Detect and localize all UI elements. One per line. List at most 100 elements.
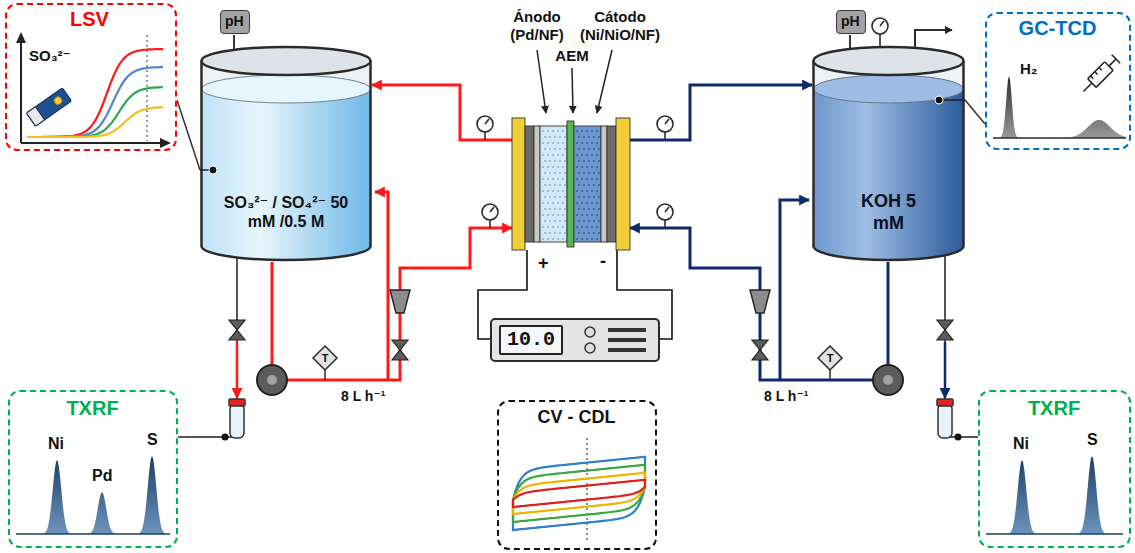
cathode-texture [581,238,583,240]
axis-arrow [16,32,26,43]
cathode-texture [583,160,585,162]
cathode-texture [581,190,583,192]
cell-leader-arrow [597,50,612,113]
anode-texture [564,184,566,186]
cathode-texture [586,190,588,192]
recirculation-pump [257,365,287,395]
chart-baseline [993,137,1126,139]
cathode-texture [593,160,595,162]
pressure-gauge [665,207,669,212]
anode-texture [554,184,556,186]
cathode-texture [581,154,583,156]
sample-vial [229,399,245,406]
anode-texture [552,142,554,144]
txrf-panel: TXRFNiS [978,390,1131,548]
anode-texture [559,196,561,198]
anode-texture [547,214,549,216]
anode-texture [547,238,549,240]
cathode-texture [598,220,600,222]
anode-texture [554,172,556,174]
sample-vial [230,404,244,438]
pressure-gauge [657,204,673,220]
pressure-gauge [880,21,884,26]
chart-baseline [986,533,1123,535]
pressure-gauge [872,18,888,34]
anode-texture [559,136,561,138]
gc-tcd-panel: GC-TCDH₂ [985,12,1131,150]
anode-texture [544,232,546,234]
syringe-icon [1079,55,1120,96]
anode-texture [554,148,556,150]
anode-texture [552,166,554,168]
anode-texture [562,178,564,180]
flow-meter [390,290,410,313]
cathode-texture [596,178,598,180]
temperature-sensor [829,370,831,380]
pressure-gauge [484,132,486,140]
anode-texture [559,184,561,186]
cathode-texture [596,142,598,144]
recirculation-pump [883,375,893,385]
cathode-texture [586,238,588,240]
tank-wall [202,61,371,260]
cathode-texture [596,214,598,216]
anode-texture [542,214,544,216]
anode-texture [559,160,561,162]
electrode-label: Ánodo (Pd/NF) [505,8,569,44]
connector-line [965,100,985,124]
working-electrode [52,95,63,106]
cathode-texture [578,208,580,210]
cathode-texture [598,148,600,150]
cathode-texture [576,142,578,144]
display-readout: 10.0 [499,325,563,355]
peak-label: Pd [92,466,112,485]
anode-texture [552,154,554,156]
cathode-texture [581,142,583,144]
cv-panel: CV - CDL [497,400,657,550]
anode-texture [549,136,551,138]
cathode-texture [588,136,590,138]
end-plate [616,118,630,250]
anode-texture [542,178,544,180]
xrf-peak [16,456,170,534]
ph-probe-stem [849,35,851,49]
anode-texture [564,220,566,222]
gas-outlet [915,30,952,49]
analyte-label: SO₃²⁻ [29,47,71,65]
anode-texture [542,130,544,132]
cathode-texture [583,172,585,174]
anode-texture [557,178,559,180]
anode-texture [544,148,546,150]
connector-line [178,256,237,437]
panel-title: TXRF [980,396,1128,420]
cathode-texture [588,184,590,186]
cathode-texture [576,190,578,192]
terminal-sign: + [538,253,549,275]
anode-texture [549,220,551,222]
cathode-texture [576,166,578,168]
anode-texture [547,178,549,180]
lsv-panel: LSVSO₃²⁻ [5,3,177,151]
cathode-texture [593,184,595,186]
liquid-surface [202,75,371,103]
cathode-texture [598,232,600,234]
end-plate [512,118,525,250]
temperature-sensor [324,370,326,380]
anode-texture [562,166,564,168]
cathode-texture [591,238,593,240]
cathode-texture [598,208,600,210]
cathode-texture [593,208,595,210]
lsv-curve [27,87,163,137]
axis-arrow [160,138,171,148]
cathode-texture [593,196,595,198]
cathode-texture [583,232,585,234]
pressure-gauge [485,119,489,124]
flow-pipe [372,85,512,140]
cathode-texture [588,172,590,174]
cathode-texture [596,130,598,132]
cathode-texture [588,196,590,198]
anode-texture [562,190,564,192]
anode-texture [557,142,559,144]
cathode-texture [578,172,580,174]
